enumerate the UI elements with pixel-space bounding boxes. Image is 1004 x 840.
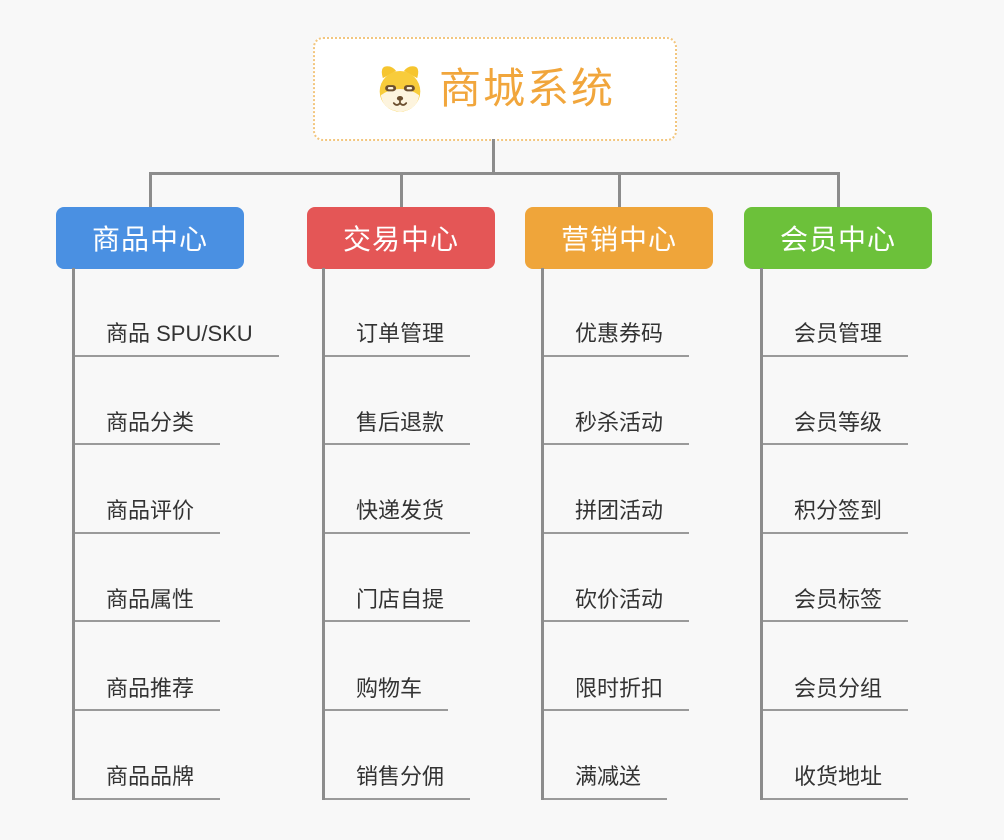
connector-horizontal: [149, 172, 840, 175]
connector-root-stub: [492, 139, 495, 173]
branch-node-marketing-center[interactable]: 营销中心: [525, 207, 713, 269]
connector-stub-marketing: [618, 172, 621, 208]
branch-label: 营销中心: [560, 224, 677, 255]
leaf-node-product-brand[interactable]: 商品品牌: [75, 711, 300, 800]
leaf-node-sales-commission[interactable]: 销售分佣: [325, 711, 550, 800]
leaf-node-order-management[interactable]: 订单管理: [325, 268, 550, 357]
leaf-node-store-pickup[interactable]: 门店自提: [325, 534, 550, 623]
leaf-node-member-group[interactable]: 会员分组: [763, 622, 988, 711]
leaf-node-coupon-code[interactable]: 优惠券码: [544, 268, 769, 357]
leaf-column-trade: 订单管理 售后退款 快递发货 门店自提 购物车 销售分佣: [322, 268, 550, 800]
leaf-node-shipping-address[interactable]: 收货地址: [763, 711, 988, 800]
doge-icon: [379, 66, 421, 112]
branch-label: 商品中心: [91, 224, 208, 255]
branch-node-trade-center[interactable]: 交易中心: [307, 207, 495, 269]
leaf-node-product-review[interactable]: 商品评价: [75, 445, 300, 534]
leaf-node-full-reduction[interactable]: 满减送: [544, 711, 769, 800]
leaf-node-aftersale-refund[interactable]: 售后退款: [325, 357, 550, 446]
leaf-node-product-spu-sku[interactable]: 商品 SPU/SKU: [75, 268, 300, 357]
leaf-node-bargain-activity[interactable]: 砍价活动: [544, 534, 769, 623]
leaf-node-express-delivery[interactable]: 快递发货: [325, 445, 550, 534]
leaf-node-member-level[interactable]: 会员等级: [763, 357, 988, 446]
branch-label: 会员中心: [779, 224, 896, 255]
branch-node-member-center[interactable]: 会员中心: [744, 207, 932, 269]
leaf-node-product-recommend[interactable]: 商品推荐: [75, 622, 300, 711]
leaf-column-marketing: 优惠券码 秒杀活动 拼团活动 砍价活动 限时折扣 满减送: [541, 268, 769, 800]
leaf-node-points-checkin[interactable]: 积分签到: [763, 445, 988, 534]
leaf-node-group-buy[interactable]: 拼团活动: [544, 445, 769, 534]
leaf-node-shopping-cart[interactable]: 购物车: [325, 622, 550, 711]
leaf-column-member: 会员管理 会员等级 积分签到 会员标签 会员分组 收货地址: [760, 268, 988, 800]
branch-node-product-center[interactable]: 商品中心: [56, 207, 244, 269]
leaf-column-product: 商品 SPU/SKU 商品分类 商品评价 商品属性 商品推荐 商品品牌: [72, 268, 300, 800]
connector-stub-member: [837, 172, 840, 208]
leaf-node-member-management[interactable]: 会员管理: [763, 268, 988, 357]
leaf-node-limited-time-discount[interactable]: 限时折扣: [544, 622, 769, 711]
branch-label: 交易中心: [342, 224, 459, 255]
leaf-node-product-category[interactable]: 商品分类: [75, 357, 300, 446]
connector-stub-product: [149, 172, 152, 208]
leaf-node-product-attribute[interactable]: 商品属性: [75, 534, 300, 623]
leaf-node-flash-sale[interactable]: 秒杀活动: [544, 357, 769, 446]
leaf-node-member-tag[interactable]: 会员标签: [763, 534, 988, 623]
connector-stub-trade: [400, 172, 403, 208]
root-title: 商城系统: [438, 65, 615, 112]
root-node-mall-system[interactable]: 商城系统: [313, 37, 677, 141]
